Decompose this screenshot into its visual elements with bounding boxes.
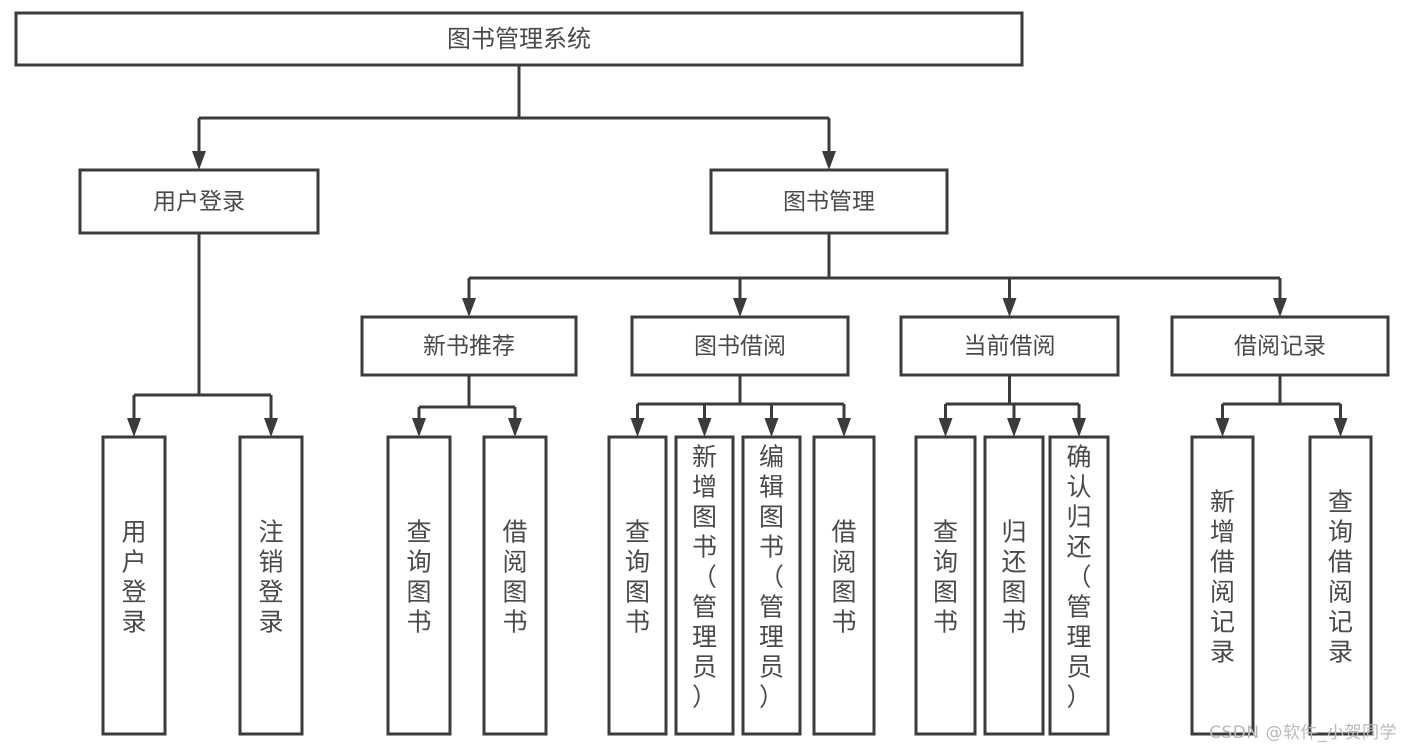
node-book-manage[interactable]: 图书管理 (709, 168, 949, 235)
node-label-leaf-confirm-return: 确认归还（管理员） (1066, 443, 1091, 712)
node-leaf-query-book-current[interactable]: 查询图书 (914, 435, 977, 736)
node-label-leaf-borrow-book-rec: 借阅图书 (502, 518, 527, 637)
node-box-leaf-add-record (1190, 435, 1255, 736)
node-leaf-query-book-borrow[interactable]: 查询图书 (607, 435, 668, 736)
node-label-leaf-user-login: 用户登录 (121, 518, 146, 637)
node-box-leaf-confirm-return (1048, 435, 1110, 736)
node-box-user-login (78, 168, 320, 235)
node-label-leaf-logout: 注销登录 (258, 518, 283, 637)
node-box-leaf-logout (238, 435, 304, 736)
node-box-leaf-query-book-borrow (607, 435, 668, 736)
node-label-leaf-query-book-current: 查询图书 (933, 518, 958, 637)
node-box-leaf-return-book (983, 435, 1045, 736)
node-label-book-manage: 图书管理 (783, 189, 875, 215)
node-leaf-confirm-return[interactable]: 确认归还（管理员） (1048, 435, 1110, 736)
node-label-borrow-record: 借阅记录 (1234, 334, 1326, 360)
node-borrow-record[interactable]: 借阅记录 (1170, 315, 1390, 377)
node-box-leaf-query-book-rec (386, 435, 452, 736)
node-label-leaf-edit-book: 编辑图书（管理员） (759, 443, 784, 712)
node-box-current-borrow (899, 315, 1120, 377)
node-box-leaf-borrow-book (812, 435, 876, 736)
node-label-leaf-add-record: 新增借阅记录 (1210, 488, 1235, 667)
node-leaf-borrow-book-rec[interactable]: 借阅图书 (482, 435, 548, 736)
node-label-leaf-query-book-rec: 查询图书 (406, 518, 431, 637)
node-leaf-add-record[interactable]: 新增借阅记录 (1190, 435, 1255, 736)
node-box-leaf-borrow-book-rec (482, 435, 548, 736)
node-label-new-book-rec: 新书推荐 (423, 334, 515, 360)
node-box-leaf-query-book-current (914, 435, 977, 736)
node-leaf-query-book-rec[interactable]: 查询图书 (386, 435, 452, 736)
node-leaf-add-book[interactable]: 新增图书（管理员） (674, 435, 735, 736)
node-box-leaf-add-book (674, 435, 735, 736)
node-root[interactable]: 图书管理系统 (14, 11, 1024, 67)
node-box-leaf-query-record (1308, 435, 1373, 736)
node-current-borrow[interactable]: 当前借阅 (899, 315, 1120, 377)
node-label-user-login: 用户登录 (153, 189, 245, 215)
node-box-book-borrow (630, 315, 850, 377)
node-box-leaf-edit-book (741, 435, 802, 736)
node-label-leaf-query-book-borrow: 查询图书 (625, 518, 650, 637)
node-layer: 图书管理系统用户登录图书管理新书推荐图书借阅当前借阅借阅记录用户登录注销登录查询… (14, 11, 1390, 736)
node-label-leaf-return-book: 归还图书 (1001, 518, 1026, 637)
node-label-leaf-add-book: 新增图书（管理员） (692, 443, 717, 712)
node-new-book-rec[interactable]: 新书推荐 (360, 315, 578, 377)
node-leaf-edit-book[interactable]: 编辑图书（管理员） (741, 435, 802, 736)
node-user-login[interactable]: 用户登录 (78, 168, 320, 235)
node-box-borrow-record (1170, 315, 1390, 377)
node-leaf-logout[interactable]: 注销登录 (238, 435, 304, 736)
node-label-leaf-query-record: 查询借阅记录 (1328, 488, 1353, 667)
node-box-leaf-user-login (101, 435, 167, 736)
node-box-new-book-rec (360, 315, 578, 377)
node-box-root (14, 11, 1024, 67)
node-book-borrow[interactable]: 图书借阅 (630, 315, 850, 377)
node-leaf-user-login[interactable]: 用户登录 (101, 435, 167, 736)
node-leaf-query-record[interactable]: 查询借阅记录 (1308, 435, 1373, 736)
node-leaf-return-book[interactable]: 归还图书 (983, 435, 1045, 736)
node-box-book-manage (709, 168, 949, 235)
node-label-root: 图书管理系统 (447, 25, 591, 53)
node-leaf-borrow-book[interactable]: 借阅图书 (812, 435, 876, 736)
node-label-leaf-borrow-book: 借阅图书 (831, 518, 856, 637)
node-label-book-borrow: 图书借阅 (694, 334, 786, 360)
node-label-current-borrow: 当前借阅 (964, 334, 1056, 360)
connector-layer (127, 65, 1348, 437)
